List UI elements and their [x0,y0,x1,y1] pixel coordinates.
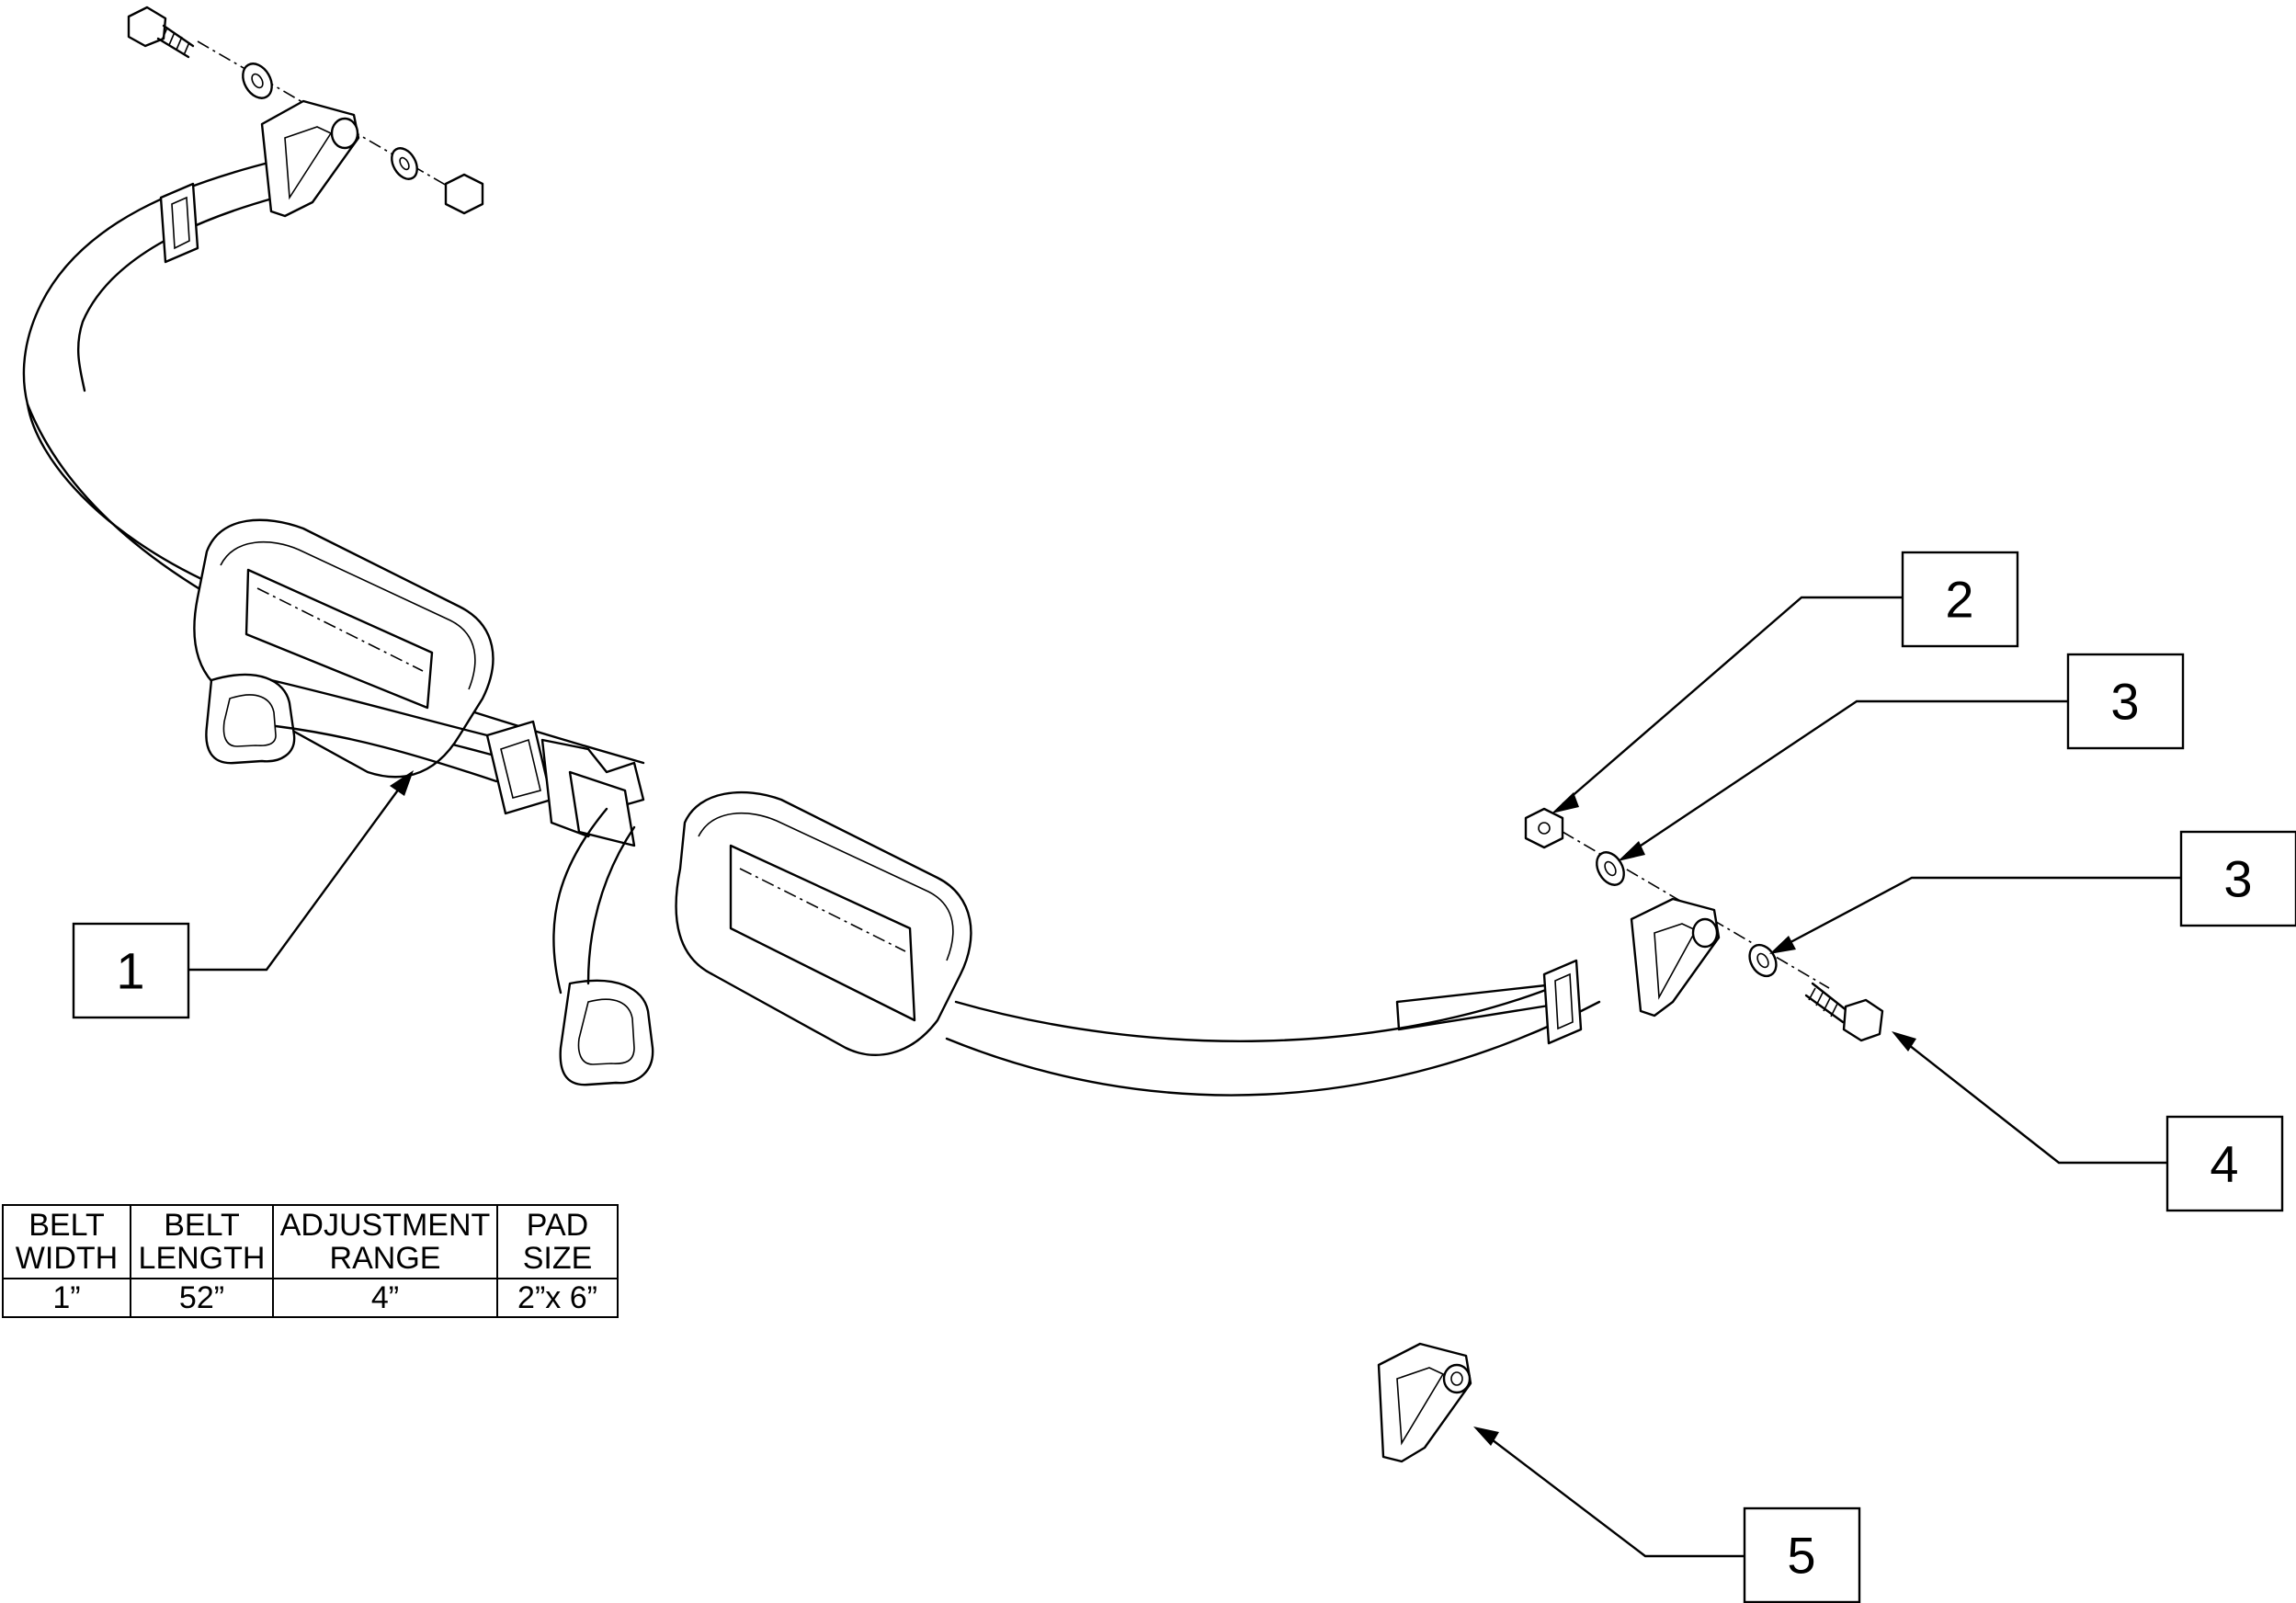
washer-b [1748,943,1778,978]
callout-4-label: 4 [2210,1135,2238,1193]
callout-3b-label: 3 [2223,850,2252,908]
callout-3a: 3 [2066,653,2185,750]
right-hardware [1524,807,1884,1045]
leader-2 [1562,596,1903,805]
leader-4-arrowhead [1892,1031,1916,1052]
cell-pad-size: 2”x 6” [496,1278,619,1318]
leader-lines [188,596,2183,1558]
leader-3a-arrowhead [1618,841,1645,861]
callout-4: 4 [2165,1115,2284,1212]
nut [1524,807,1564,849]
cell-adjustment-range: 4” [272,1278,498,1318]
leader-3b-arrowhead [1769,936,1796,954]
callout-5: 5 [1743,1506,1861,1603]
d-ring-right [559,979,654,1086]
d-ring-strap-right [552,807,636,995]
leader-4 [1900,1038,2167,1165]
callout-5-label: 5 [1787,1527,1815,1585]
bolt-shank [1804,982,1849,1024]
leader-5 [1483,1433,1745,1558]
leader-3b [1778,876,2183,950]
d-ring-strap-left [269,678,498,783]
leader-1-arrowhead [390,770,414,796]
callout-2-label: 2 [1945,571,1973,629]
leader-2-arrowhead [1552,792,1579,813]
bolt-head [1842,998,1884,1042]
washer-a [1596,851,1625,886]
bracket-right [1630,897,1721,1018]
upper-left-hardware [127,6,484,264]
belt-pad-right [675,790,972,1056]
callout-2: 2 [1901,551,2019,648]
leader-1 [188,780,405,972]
buckle [485,720,645,847]
callout-3b: 3 [2179,830,2296,927]
leader-3a [1626,699,2068,856]
leader-5-arrowhead [1473,1427,1499,1446]
spare-bracket [1377,1342,1472,1463]
cell-belt-width: 1” [2,1278,131,1318]
callout-3a-label: 3 [2110,673,2139,731]
cell-belt-length: 52” [130,1278,274,1318]
callout-1-label: 1 [116,942,144,1000]
d-ring-left [205,673,296,765]
callout-1: 1 [72,922,190,1019]
table-row: 1” 52” 4” 2”x 6” [2,1278,619,1318]
